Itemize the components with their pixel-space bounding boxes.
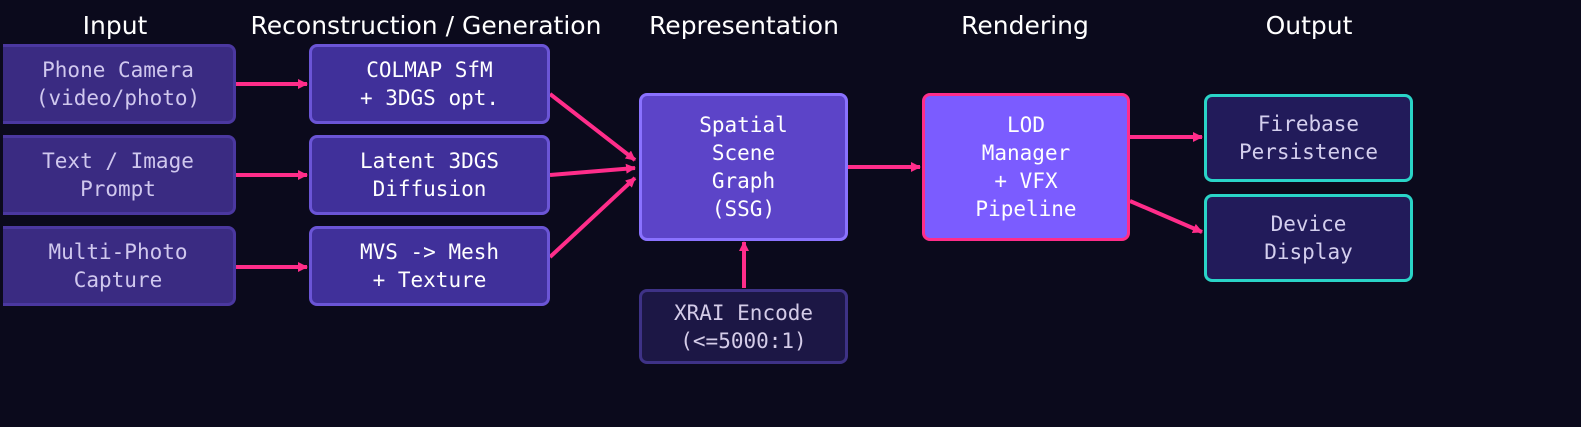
node-xrai-encode: XRAI Encode (<=5000:1)	[639, 289, 848, 364]
node-lod-manager: LOD Manager + VFX Pipeline	[922, 93, 1130, 241]
node-label: Phone Camera (video/photo)	[35, 58, 201, 110]
node-label: LOD Manager + VFX Pipeline	[975, 113, 1077, 221]
node-multi-photo-capture: Multi-Photo Capture	[3, 226, 236, 306]
node-label: Device Display	[1264, 212, 1353, 264]
column-header-representation: Representation	[649, 11, 839, 40]
node-label: Text / Image Prompt	[42, 149, 194, 201]
node-label: XRAI Encode (<=5000:1)	[673, 300, 814, 353]
node-mvs-mesh-texture: MVS -> Mesh + Texture	[309, 226, 550, 306]
edge-colmap-to-ssg	[548, 92, 637, 162]
column-header-input: Input	[82, 11, 148, 40]
edge-lod-to-display	[1129, 199, 1203, 234]
edge-latent-to-ssg	[549, 163, 636, 177]
node-label: COLMAP SfM + 3DGS opt.	[359, 58, 500, 110]
edge-mvs-to-ssg	[548, 176, 637, 259]
node-label: Multi-Photo Capture	[48, 240, 188, 292]
column-header-rendering: Rendering	[961, 11, 1089, 40]
node-label: Spatial Scene Graph (SSG)	[699, 113, 788, 221]
node-label: MVS -> Mesh + Texture	[359, 240, 500, 292]
node-phone-camera: Phone Camera (video/photo)	[3, 44, 236, 124]
node-colmap-sfm: COLMAP SfM + 3DGS opt.	[309, 44, 550, 124]
column-header-reconstruction: Reconstruction / Generation	[250, 11, 602, 40]
node-spatial-scene-graph: Spatial Scene Graph (SSG)	[639, 93, 848, 241]
node-device-display: Device Display	[1204, 194, 1413, 282]
node-text-image-prompt: Text / Image Prompt	[3, 135, 236, 215]
node-label: Latent 3DGS Diffusion	[359, 149, 500, 201]
node-firebase-persistence: Firebase Persistence	[1204, 94, 1413, 182]
node-latent-3dgs-diffusion: Latent 3DGS Diffusion	[309, 135, 550, 215]
column-header-output: Output	[1265, 11, 1353, 40]
node-label: Firebase Persistence	[1238, 112, 1379, 164]
